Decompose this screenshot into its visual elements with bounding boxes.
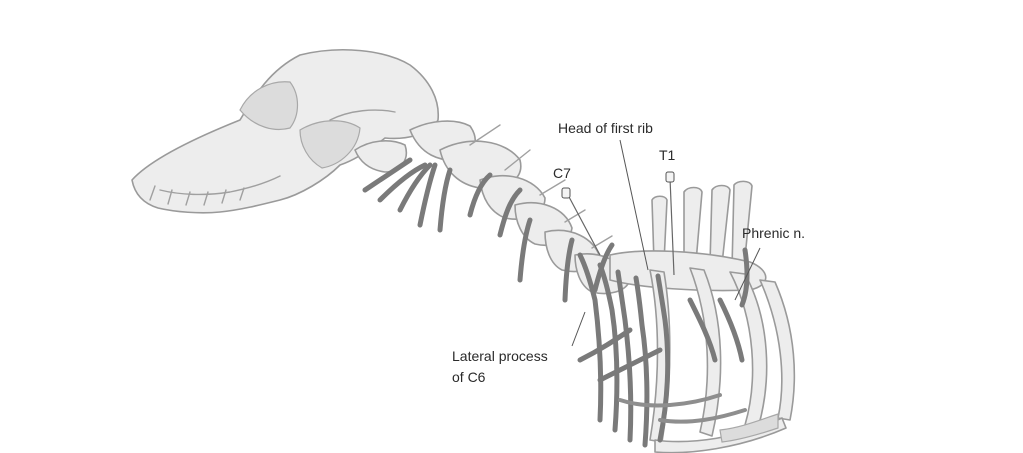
label-lateral-process-line2: of C6 xyxy=(452,369,486,385)
nerves xyxy=(362,157,750,448)
thoracic-spinous-processes xyxy=(609,180,767,292)
cervical-vertebrae xyxy=(409,120,631,295)
skull xyxy=(131,49,440,214)
needles xyxy=(561,171,675,276)
label-t1: T1 xyxy=(659,147,676,163)
leader-lines xyxy=(571,139,761,347)
ribs xyxy=(649,267,796,453)
label-phrenic-nerve: Phrenic n. xyxy=(742,225,805,241)
label-c7: C7 xyxy=(553,165,571,181)
label-head-of-first-rib: Head of first rib xyxy=(558,120,653,136)
label-lateral-process-line1: Lateral process xyxy=(452,348,548,364)
